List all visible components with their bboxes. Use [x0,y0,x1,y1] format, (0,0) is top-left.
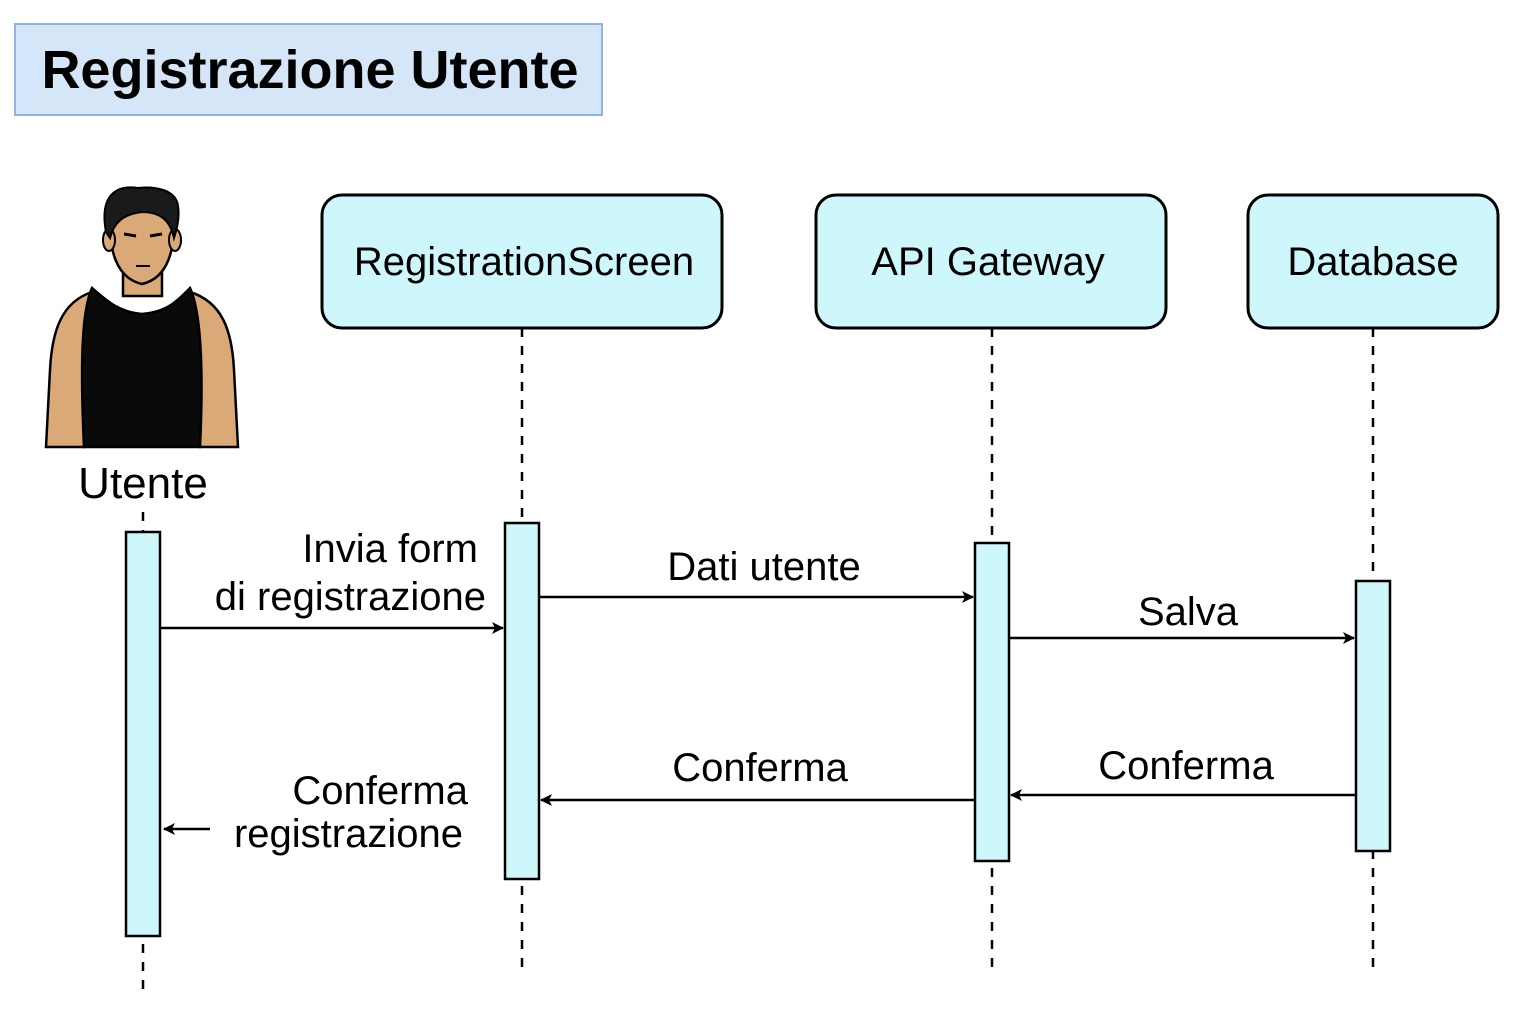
user-avatar-icon [44,186,240,449]
message-label-conferma-db: Conferma [1098,744,1274,788]
activation-bar-registrationscreen [503,521,541,881]
title-box [14,23,603,116]
activation-bar-api-gateway [973,541,1011,863]
title-text: Registrazione Utente [41,40,578,100]
message-label-salva: Salva [1138,590,1239,634]
participant-api-gateway: API Gateway [814,193,1168,330]
participant-box [1246,193,1500,330]
participant-registrationscreen: RegistrationScreen [320,193,724,330]
activation-bar-utente [124,530,162,938]
message-label-conferma-registrazione-line1: Conferma [292,769,468,813]
participant-label: RegistrationScreen [354,240,694,284]
participant-database: Database [1246,193,1500,330]
actor-label: Utente [78,459,208,508]
message-label-conferma-api: Conferma [672,746,848,790]
participant-label: API Gateway [871,240,1104,284]
participant-box [320,193,724,330]
message-label-invia-form-line1: Invia form [302,527,478,571]
participant-label: Database [1287,240,1458,284]
activation-bar-database [1354,579,1392,853]
message-label-invia-form-line2: di registrazione [215,575,486,619]
participant-box [814,193,1168,330]
diagram-title: Registrazione Utente [14,23,603,116]
message-label-conferma-registrazione-line2: registrazione [234,812,463,856]
message-label-dati-utente: Dati utente [667,545,860,589]
